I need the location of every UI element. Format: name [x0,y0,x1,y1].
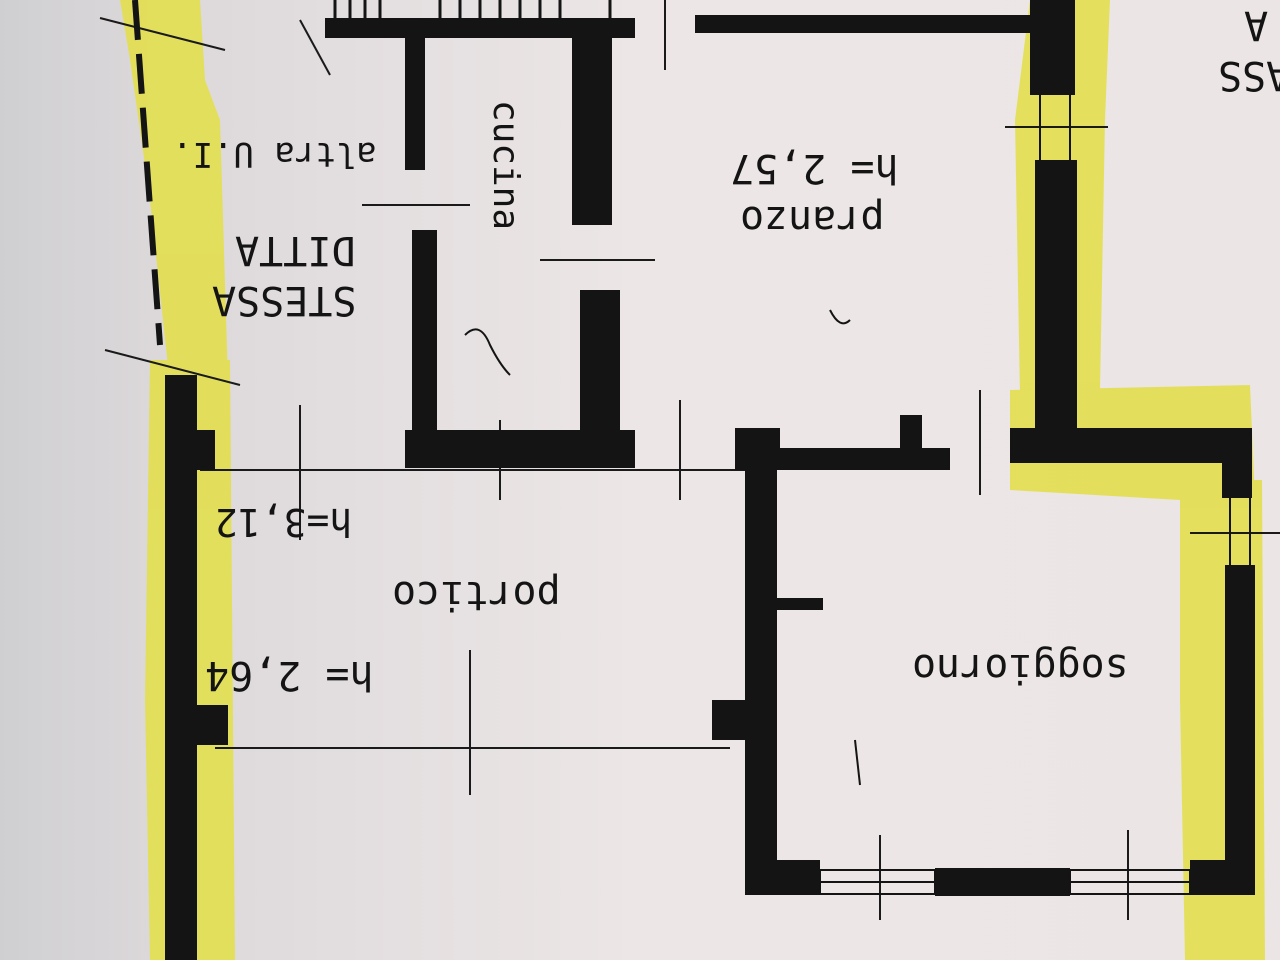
stair-hatching [333,0,612,18]
wall-kitchen-right-bottom [580,290,620,440]
wall-right-horizontal [1010,428,1250,463]
wall-porch-pillar-top [180,430,215,470]
wall-living-top [735,448,950,470]
wall-porch-pillar-bottom [180,705,228,745]
wall-top-right [695,15,1040,33]
wall-bottom-right-corner [1190,860,1255,895]
walls [165,0,1255,960]
wall-kitchen-right-top [572,20,612,225]
wall-right-column [1030,0,1075,95]
dimension-lines [99,0,1280,920]
stray-marks [464,309,861,786]
wall-right-vertical [1035,160,1077,430]
wall-top-left [325,18,635,38]
wall-right-lower [1225,565,1255,895]
wall-living-nib [775,598,823,610]
wall-living-bottom-mid [935,868,1070,896]
wall-porch-left [165,375,197,960]
wall-right-corner [1222,428,1252,498]
wall-kitchen-left-bottom [412,230,437,440]
wall-living-left [745,440,777,895]
highlight-left-top [120,0,228,385]
wall-living-stub [900,415,922,455]
wall-living-bottom-left [745,860,820,895]
windows [471,95,1251,895]
wall-living-bump [712,700,757,740]
boundary-dashed-line [132,0,163,346]
wall-kitchen-left-top [405,20,425,170]
